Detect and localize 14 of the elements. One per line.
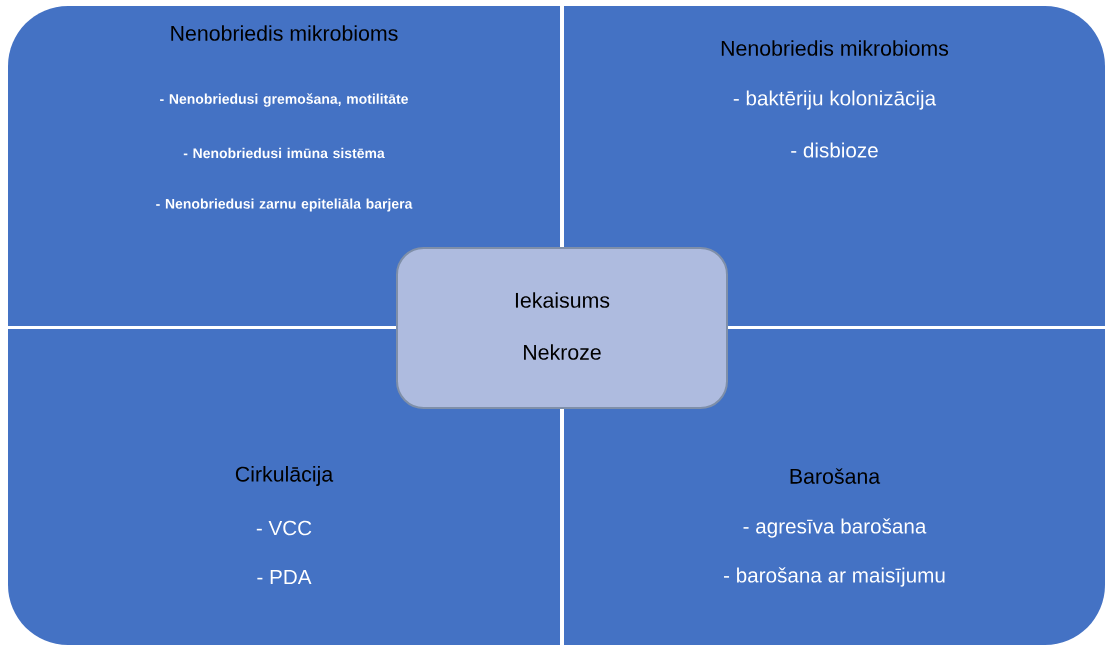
rounded-box: Iekaisums Nekroze <box>396 247 728 409</box>
panel-heading: Nenobriedis mikrobioms <box>721 40 949 56</box>
list-item: - VCC <box>256 520 312 536</box>
list-item: - agresīva barošana <box>743 518 927 538</box>
list-item: - Nenobriedusi imūna sistēma <box>183 147 385 159</box>
panel-heading: Cirkulācija <box>235 466 334 486</box>
list-item: - disbioze <box>791 142 878 158</box>
panel-heading: Barošana <box>790 468 881 484</box>
list-item: - barošana ar maisījumu <box>724 567 945 587</box>
list-item: - Nenobriedusi zarnu epiteliāla barjera <box>156 198 413 212</box>
list-item: - baktēriju kolonizācija <box>733 90 937 110</box>
list-item: - PDA <box>257 569 312 585</box>
list-item: - Nenobriedusi gremošana, motilitāte <box>160 93 408 107</box>
panel-heading: Nenobriedis mikrobioms <box>171 25 398 41</box>
